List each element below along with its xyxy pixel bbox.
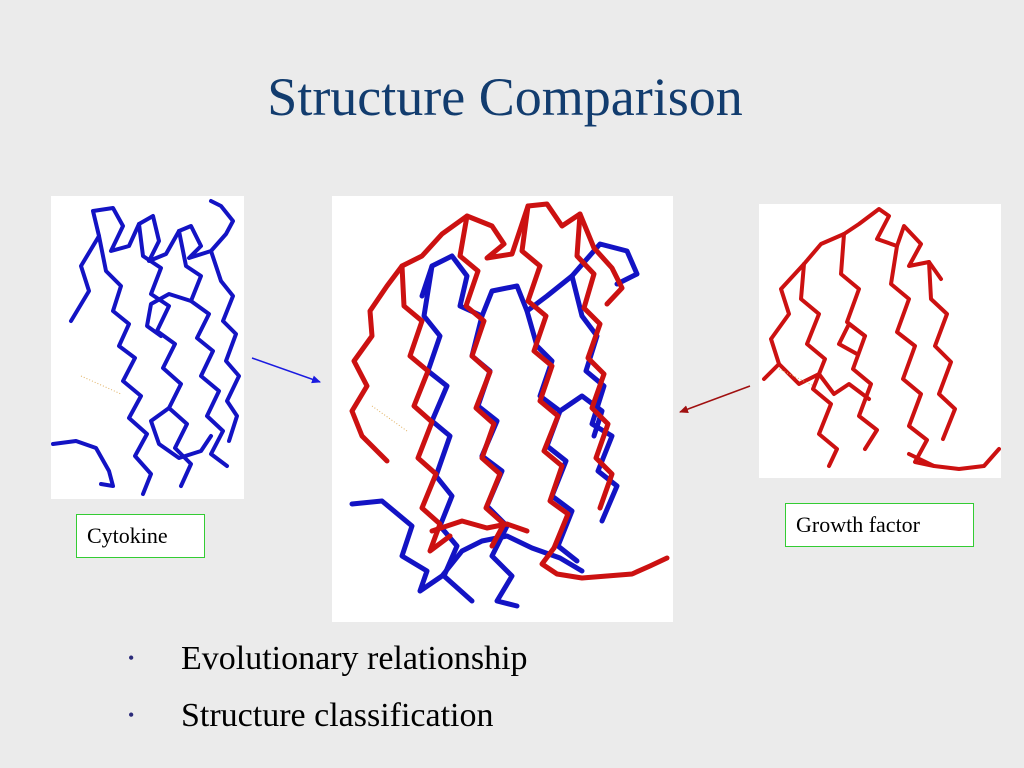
growth-factor-label: Growth factor [785,503,974,547]
slide-title: Structure Comparison [267,67,743,127]
growth-factor-structure-image [759,204,1001,478]
cytokine-label: Cytokine [76,514,205,558]
bullet-item: • Structure classification [125,687,528,744]
bullet-text: Structure classification [181,697,494,734]
cytokine-structure-image [51,196,244,499]
bullet-text: Evolutionary relationship [181,640,528,677]
arrow-cytokine-to-superposition [251,357,321,384]
bullet-list: • Evolutionary relationship • Structure … [125,630,528,744]
superposition-structure-image [332,196,673,622]
bullet-item: • Evolutionary relationship [125,630,528,687]
arrow-growth-factor-to-superposition [679,385,751,413]
bullet-dot-icon: • [128,648,135,668]
bullet-dot-icon: • [128,705,135,725]
